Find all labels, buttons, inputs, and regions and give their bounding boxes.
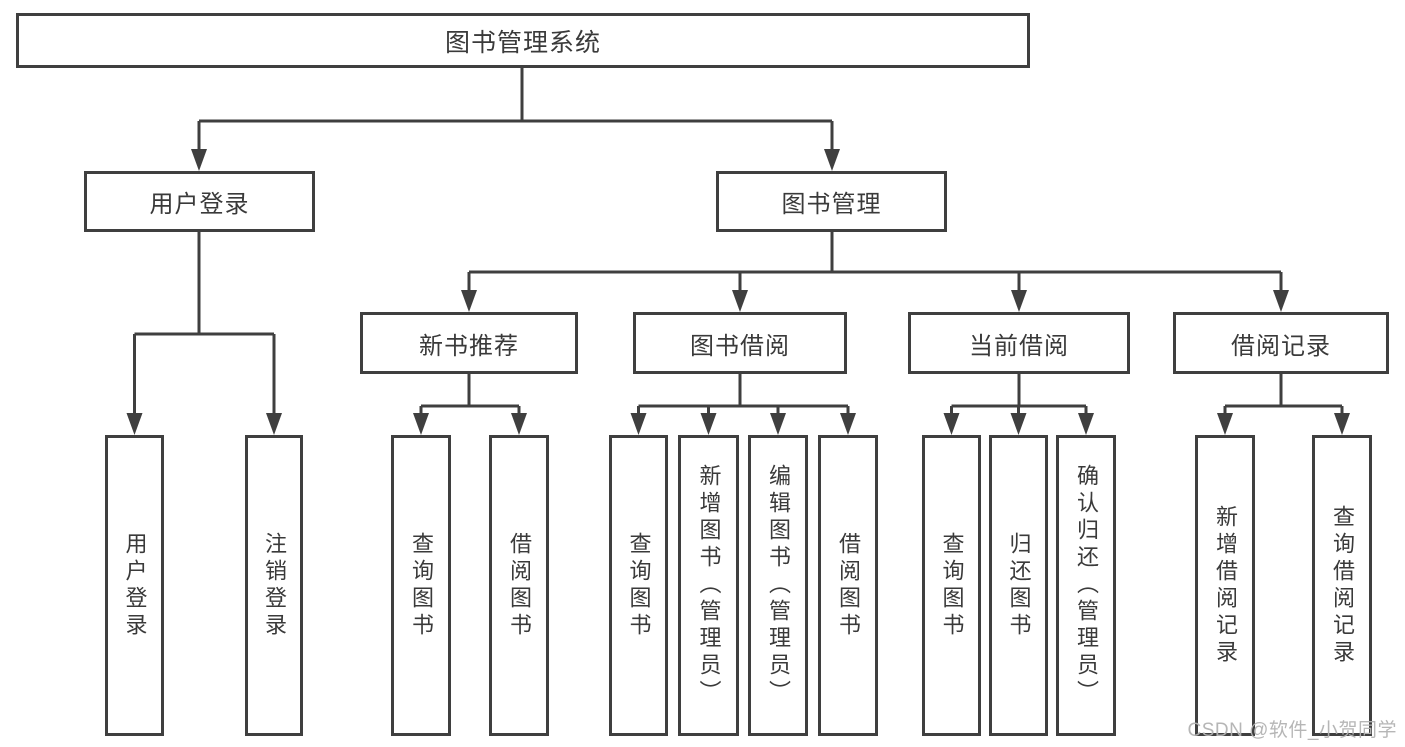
arrowhead-icon: [770, 413, 786, 435]
node-recommend-query-books: 查询图书: [391, 435, 451, 736]
arrowhead-icon: [413, 413, 429, 435]
node-current-confirm-return: 确认归还（管理员）: [1056, 435, 1116, 736]
node-logout-action: 注销登录: [245, 435, 303, 736]
arrowhead-icon: [700, 413, 717, 435]
arrowhead-icon: [191, 149, 207, 171]
node-new-book-recommendation: 新书推荐: [360, 312, 578, 374]
arrowhead-icon: [461, 290, 477, 312]
node-label: 确认归还（管理员）: [1074, 464, 1099, 707]
node-label: 图书借阅: [690, 332, 790, 360]
node-borrowing-query-books: 查询图书: [609, 435, 668, 736]
node-library-management-system: 图书管理系统: [16, 13, 1030, 68]
node-label: 查询图书: [626, 531, 652, 640]
node-recommend-borrow-books: 借阅图书: [489, 435, 549, 736]
node-label: 注销登录: [262, 531, 287, 640]
arrowhead-icon: [732, 290, 748, 312]
arrowhead-icon: [266, 413, 282, 435]
node-current-return-books: 归还图书: [989, 435, 1048, 736]
arrowhead-icon: [630, 413, 647, 435]
node-label: 借阅图书: [507, 531, 532, 640]
node-borrowing-edit-books: 编辑图书（管理员）: [748, 435, 808, 736]
arrowhead-icon: [943, 413, 960, 435]
node-label: 归还图书: [1006, 531, 1032, 640]
arrowhead-icon: [1011, 290, 1027, 312]
node-label: 图书管理系统: [444, 28, 601, 57]
node-label: 新书推荐: [419, 332, 519, 360]
arrowhead-icon: [126, 413, 143, 435]
node-book-borrowing: 图书借阅: [633, 312, 847, 374]
node-label: 图书管理: [781, 191, 882, 218]
node-label: 新增借阅记录: [1213, 504, 1238, 667]
node-label: 用户登录: [122, 531, 148, 640]
node-user-login-action: 用户登录: [105, 435, 164, 736]
node-records-add-record: 新增借阅记录: [1195, 435, 1255, 736]
node-records-query-record: 查询借阅记录: [1312, 435, 1372, 736]
node-label: 查询借阅记录: [1330, 504, 1355, 667]
arrowhead-icon: [824, 149, 840, 171]
node-current-borrowing: 当前借阅: [908, 312, 1130, 374]
node-label: 新增图书（管理员）: [696, 464, 722, 707]
node-label: 借阅记录: [1231, 332, 1331, 360]
node-current-query-books: 查询图书: [922, 435, 981, 736]
node-label: 查询图书: [409, 531, 434, 640]
node-label: 编辑图书（管理员）: [766, 464, 791, 707]
node-borrowing-records: 借阅记录: [1173, 312, 1389, 374]
watermark: CSDN @软件_小贺同学: [1187, 720, 1397, 741]
arrowhead-icon: [1273, 290, 1289, 312]
node-user-login: 用户登录: [84, 171, 315, 232]
node-label: 当前借阅: [969, 332, 1069, 360]
arrowhead-icon: [1334, 413, 1350, 435]
node-borrowing-add-books: 新增图书（管理员）: [678, 435, 739, 736]
arrowhead-icon: [1010, 413, 1027, 435]
arrowhead-icon: [1078, 413, 1094, 435]
arrowhead-icon: [1217, 413, 1233, 435]
node-book-management: 图书管理: [716, 171, 947, 232]
node-label: 用户登录: [149, 191, 250, 218]
node-borrowing-borrow-books: 借阅图书: [818, 435, 878, 736]
node-label: 查询图书: [939, 531, 965, 640]
arrowhead-icon: [511, 413, 527, 435]
node-label: 借阅图书: [836, 531, 861, 640]
arrowhead-icon: [840, 413, 856, 435]
